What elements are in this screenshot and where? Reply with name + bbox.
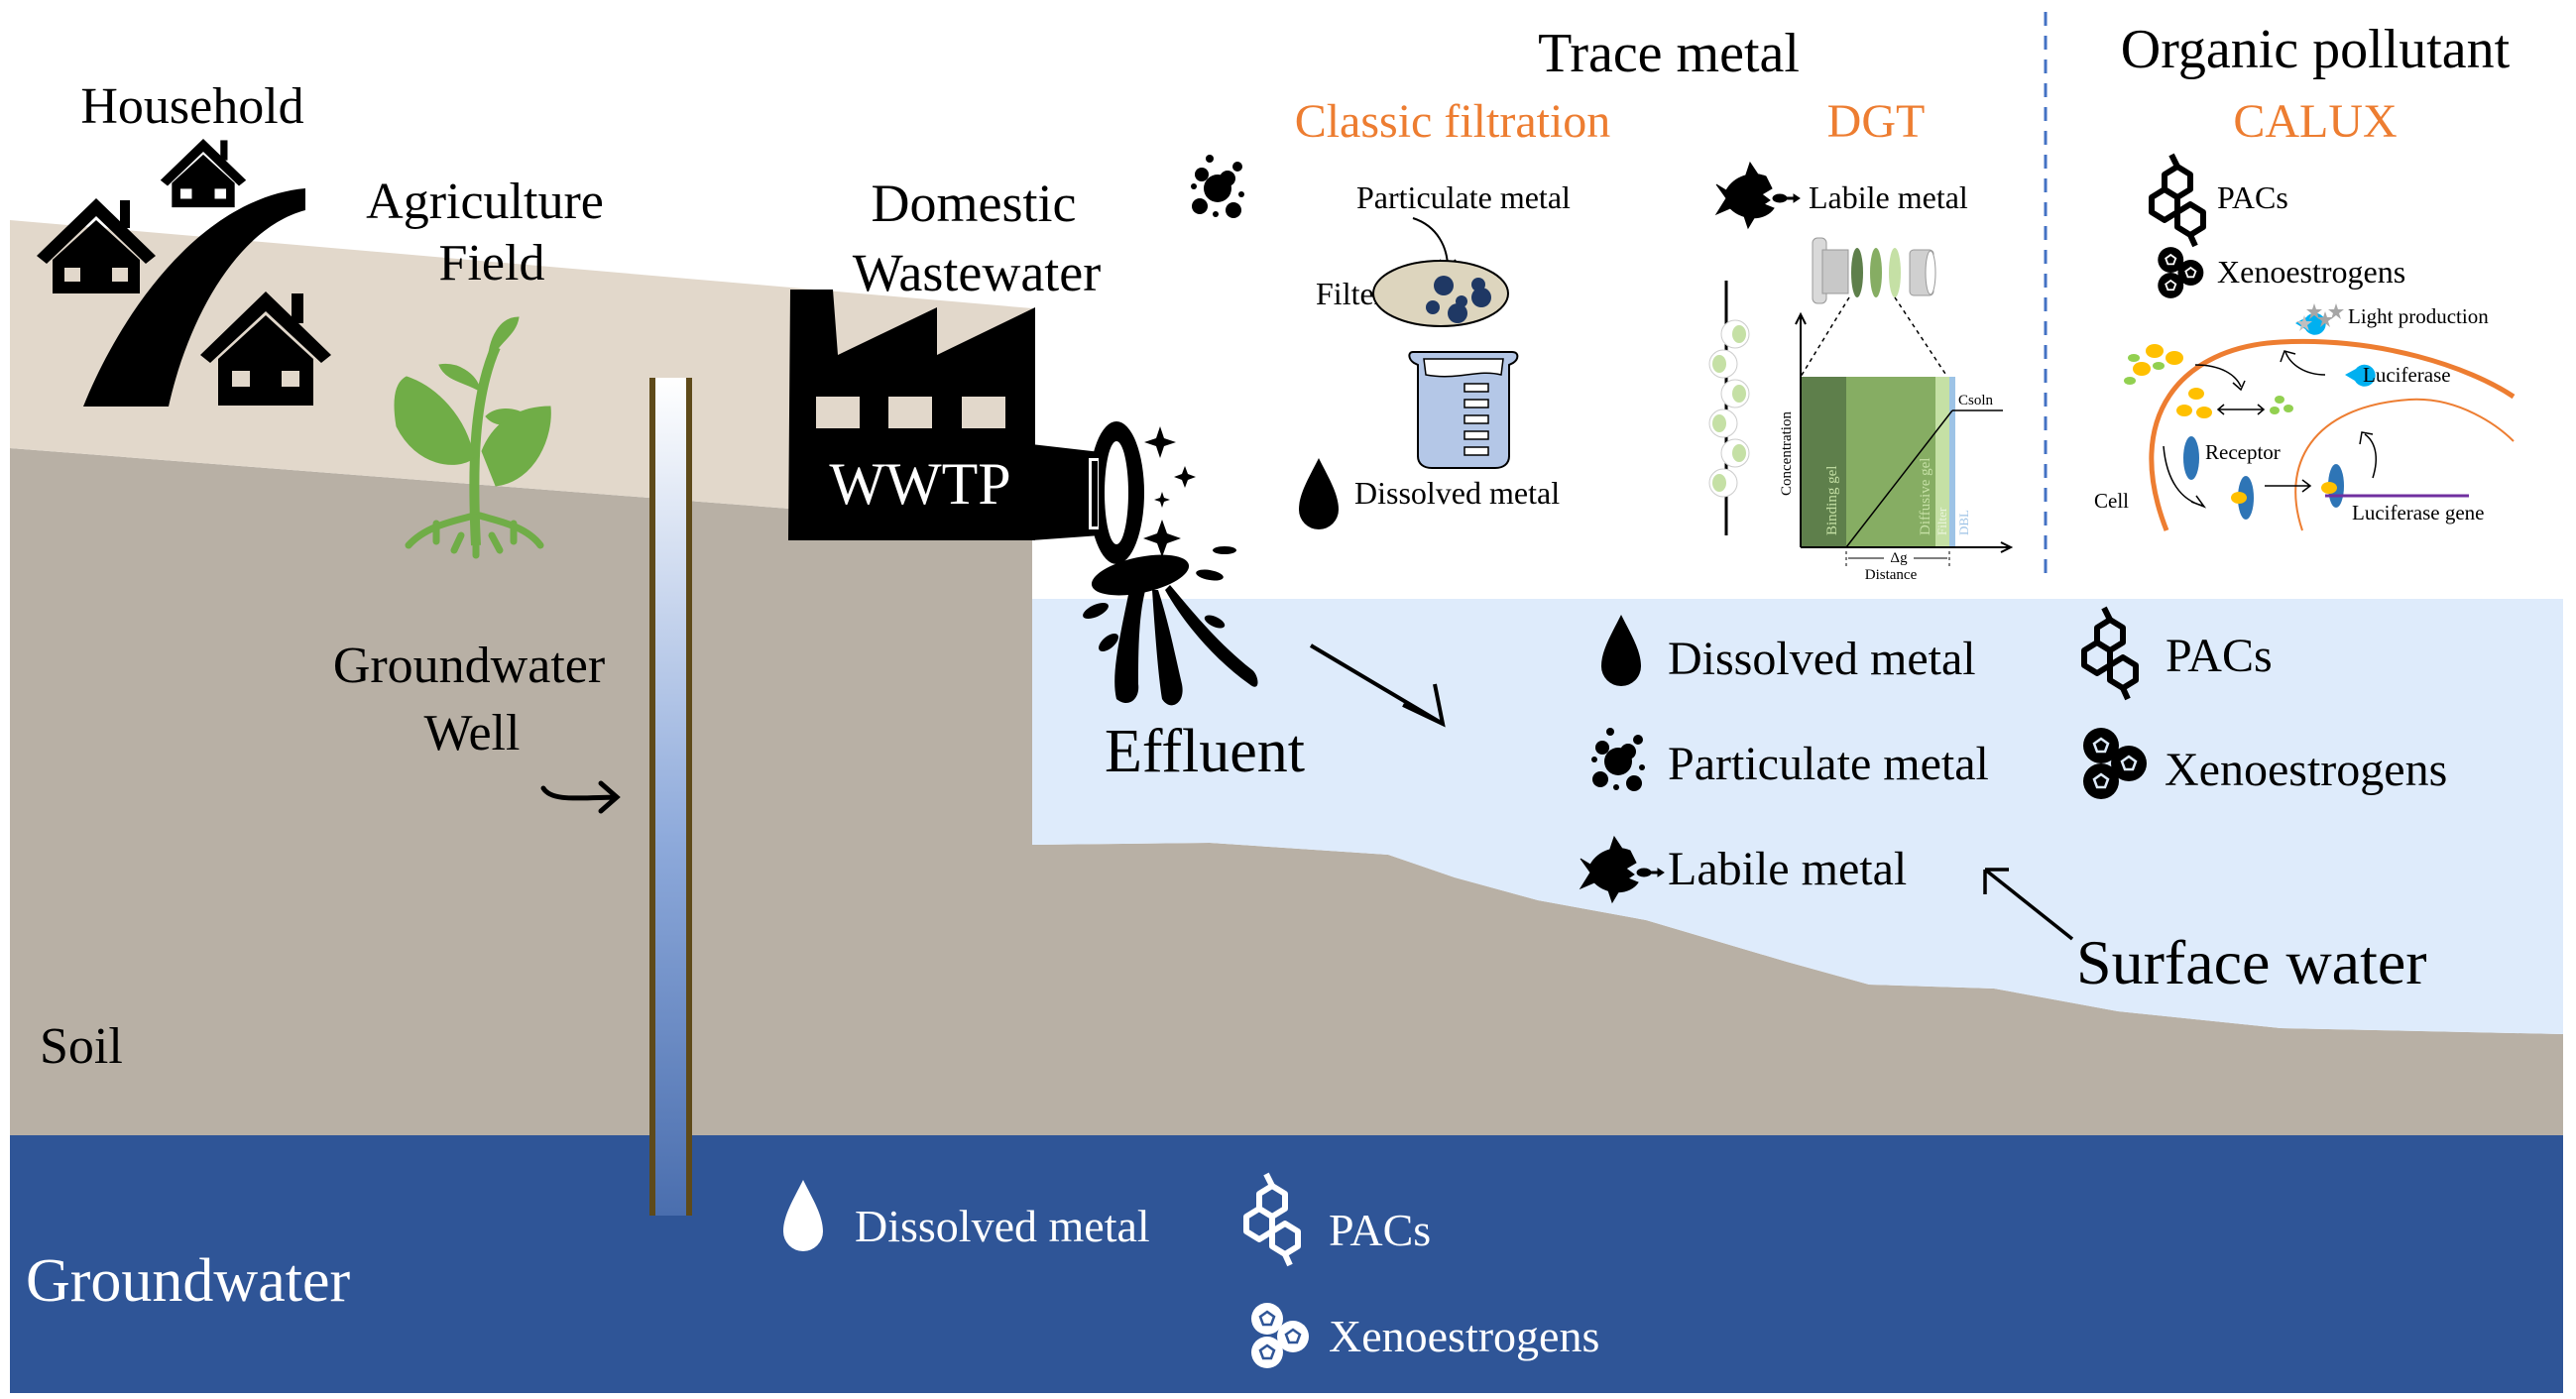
classic-particulate-label: Particulate metal	[1356, 179, 1571, 215]
effluent-splash-icon	[1083, 546, 1258, 706]
fish-icon	[1714, 161, 1802, 230]
particles-icon	[1191, 155, 1244, 218]
well-casing-right	[686, 378, 692, 1216]
diffusive-gel-layer	[1846, 377, 1935, 547]
luciferase-label: Luciferase	[2363, 363, 2451, 387]
household-label: Household	[80, 78, 303, 135]
classic-filtration-title: Classic filtration	[1295, 95, 1611, 148]
surface-water-arrow-icon	[1983, 868, 2074, 941]
dgt-string-icon	[1708, 281, 1750, 535]
dgt-title: DGT	[1827, 95, 1926, 148]
binding-gel-layer	[1801, 377, 1846, 547]
agriculture-group: Agriculture Field	[366, 174, 604, 559]
household-group: Household	[37, 78, 331, 407]
domestic-label: Domestic	[872, 174, 1077, 233]
csoln-label: Csoln	[1958, 393, 1994, 408]
factory-icon	[788, 290, 1144, 564]
house-icon	[160, 139, 247, 208]
surface-water-label: Surface water	[2076, 927, 2427, 997]
trace-metal-panel: Trace metal Classic filtration DGT Parti…	[1191, 23, 2014, 583]
wwtp-group: Domestic Wastewater WWTP	[788, 174, 1446, 785]
ground-xeno-label: Xenoestrogens	[1329, 1311, 1599, 1361]
calux-title: CALUX	[2233, 95, 2397, 148]
delta-g-label: Δg	[1890, 550, 1908, 566]
house-icon	[200, 291, 331, 406]
well-water-column	[654, 378, 688, 1216]
cells-icon	[2158, 247, 2204, 298]
calux-xeno-label: Xenoestrogens	[2217, 254, 2405, 290]
wwtp-label: WWTP	[829, 451, 1010, 517]
wastewater-label: Wastewater	[853, 243, 1102, 302]
surface-dissolved-label: Dissolved metal	[1668, 633, 1976, 685]
ground-layers	[10, 220, 2563, 1393]
dbl-layer	[1949, 377, 1955, 547]
organic-pollutant-panel: Organic pollutant CALUX PACs Xenoestroge…	[2094, 19, 2516, 531]
classic-dissolved-label: Dissolved metal	[1354, 475, 1560, 511]
surface-pacs-label: PACs	[2166, 630, 2273, 682]
ground-pacs-label: PACs	[1329, 1205, 1431, 1255]
effluent-label: Effluent	[1105, 718, 1305, 785]
filter-layer-label: Filter	[1934, 507, 1949, 535]
well-arrow-icon	[540, 780, 621, 814]
groundwater-well: Groundwater Well	[333, 378, 692, 1216]
filter-icon	[1372, 260, 1509, 327]
hexagon-rings-icon	[2152, 155, 2203, 246]
plant-icon	[394, 316, 551, 559]
soil-label: Soil	[40, 1018, 123, 1075]
droplet-icon	[1299, 458, 1339, 529]
agriculture-label: Agriculture	[366, 174, 604, 230]
ground-dissolved-label: Dissolved metal	[855, 1201, 1150, 1251]
light-stars-icon	[2296, 303, 2344, 331]
calux-pacs-label: PACs	[2217, 179, 2288, 215]
dgt-labile-label: Labile metal	[1809, 179, 1968, 215]
receptor-label: Receptor	[2205, 440, 2281, 464]
concentration-axis-label: Concentration	[1779, 411, 1795, 496]
dgt-concentration-chart: Csoln Concentration Binding gel Diffusiv…	[1779, 296, 2014, 583]
soil-layer	[10, 448, 2563, 1135]
binding-gel-label: Binding gel	[1824, 466, 1840, 535]
surface-xeno-label: Xenoestrogens	[2165, 744, 2447, 796]
groundwater-label: Groundwater	[26, 1247, 350, 1315]
surface-labile-label: Labile metal	[1668, 843, 1907, 895]
distance-axis-label: Distance	[1865, 567, 1918, 583]
sparkle-icon	[1143, 426, 1196, 557]
field-label: Field	[439, 235, 545, 291]
groundwater-items: Groundwater Dissolved metal PACs Xenoest…	[26, 1174, 1599, 1368]
luciferase-gene-label: Luciferase gene	[2352, 501, 2485, 525]
house-icon	[37, 198, 156, 293]
cells-icon	[1251, 1303, 1309, 1368]
dgt-device-icon	[1812, 237, 1936, 304]
organic-pollutant-title: Organic pollutant	[2121, 19, 2511, 80]
dbl-label: DBL	[1956, 510, 1971, 535]
nucleus-membrane	[2294, 398, 2515, 531]
well-label-line2: Well	[424, 705, 521, 761]
cell-label: Cell	[2094, 489, 2129, 513]
well-label: Groundwater	[333, 638, 605, 694]
diffusive-gel-label: Diffusive gel	[1918, 458, 1933, 535]
cells-icon	[2083, 728, 2147, 799]
trace-metal-title: Trace metal	[1538, 23, 1800, 84]
light-production-label: Light production	[2348, 304, 2489, 328]
calux-cell-diagram: Receptor Cell Luciferase gene Luciferase…	[2094, 303, 2516, 531]
road-icon	[83, 188, 305, 407]
effluent-arrow-icon	[1309, 643, 1446, 728]
surface-water-items: Dissolved metal Particulate metal Labile…	[1579, 608, 2447, 997]
surface-particulate-label: Particulate metal	[1668, 738, 1989, 790]
cell-membrane	[2149, 338, 2516, 531]
well-casing-left	[649, 378, 655, 1216]
beaker-icon	[1408, 351, 1519, 469]
